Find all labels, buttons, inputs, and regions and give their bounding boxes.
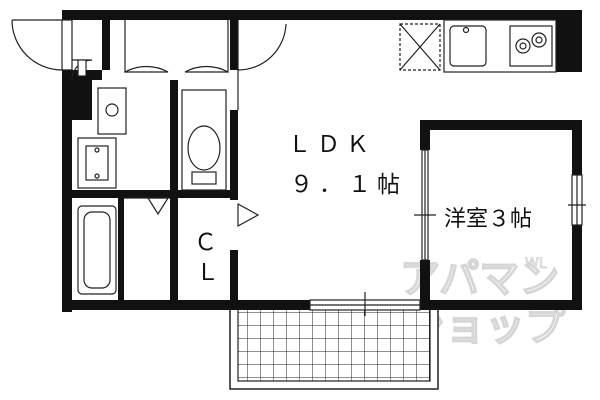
toilet	[181, 89, 227, 191]
hall-door	[71, 59, 93, 81]
ldk-label: ＬＤＫ	[288, 132, 375, 158]
closet-label-l: Ｌ	[196, 260, 219, 286]
fridge-space	[399, 23, 441, 71]
inner-walls	[72, 20, 582, 310]
washing-machine	[97, 87, 127, 135]
western-room-label: 洋室３帖	[444, 207, 532, 232]
closet-label-c: Ｃ	[194, 230, 217, 256]
closet-door	[237, 202, 260, 228]
watermark-mark: WL	[525, 256, 547, 272]
ldk-door	[237, 20, 287, 110]
western-room-sliding-door	[414, 149, 436, 261]
entrance-door	[11, 19, 73, 71]
bath-door	[124, 197, 170, 216]
washroom-doors	[124, 20, 229, 74]
western-room-window	[568, 174, 586, 226]
balcony	[229, 302, 439, 390]
washbasin	[77, 137, 117, 189]
ldk-size: ９．１帖	[290, 172, 406, 198]
kitchen-counter	[443, 19, 557, 73]
balcony-window	[309, 292, 421, 316]
bathtub	[77, 205, 117, 295]
